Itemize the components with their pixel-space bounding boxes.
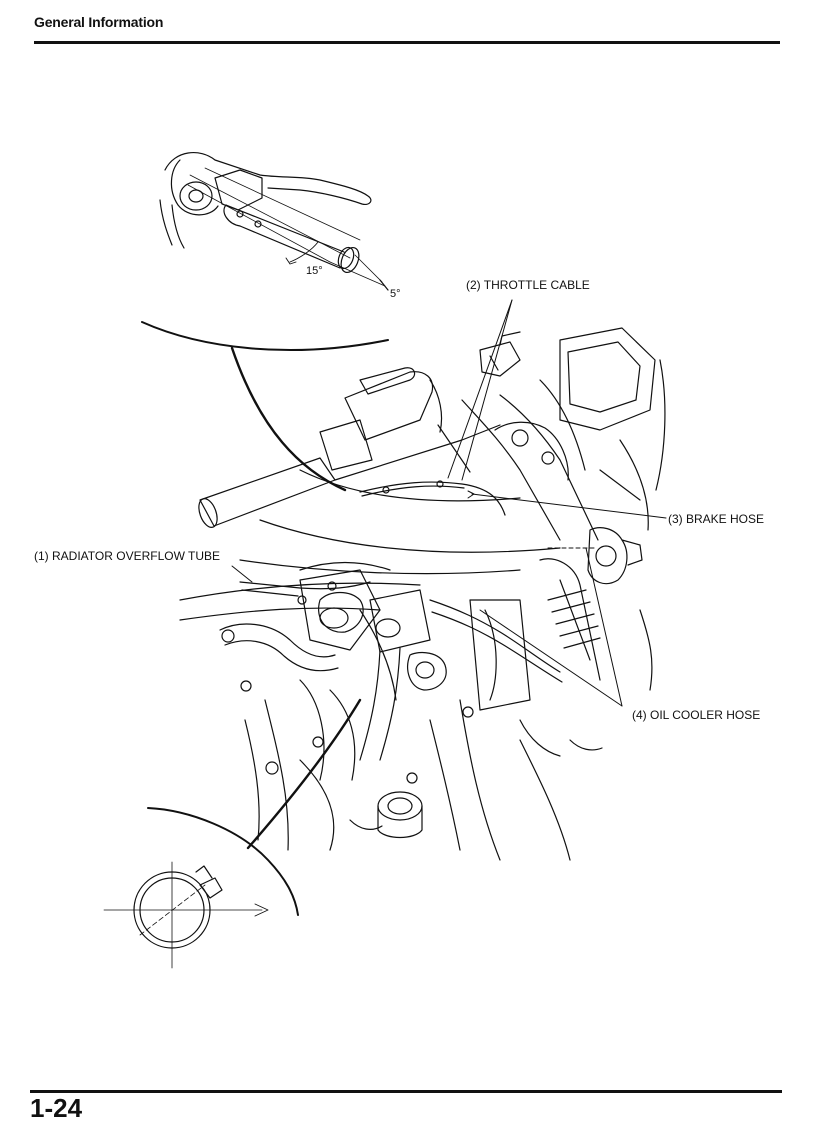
callout-radiator-overflow-tube: (1) RADIATOR OVERFLOW TUBE bbox=[34, 549, 220, 563]
motorcycle-assembly bbox=[179, 327, 666, 861]
section-title: General Information bbox=[34, 14, 164, 30]
callout-throttle-cable: (2) THROTTLE CABLE bbox=[466, 278, 590, 292]
page-number: 1-24 bbox=[30, 1093, 83, 1123]
callout-brake-hose: (3) BRAKE HOSE bbox=[668, 512, 764, 526]
angle-15-label: 15° bbox=[306, 265, 323, 277]
hose-clamp-inset bbox=[103, 861, 269, 969]
header-rule bbox=[34, 41, 780, 44]
throttle-grip-inset bbox=[159, 152, 389, 291]
callout-oil-cooler-hose: (4) OIL COOLER HOSE bbox=[632, 708, 760, 722]
footer-rule bbox=[30, 1090, 782, 1093]
angle-5-label: 5° bbox=[390, 288, 401, 300]
